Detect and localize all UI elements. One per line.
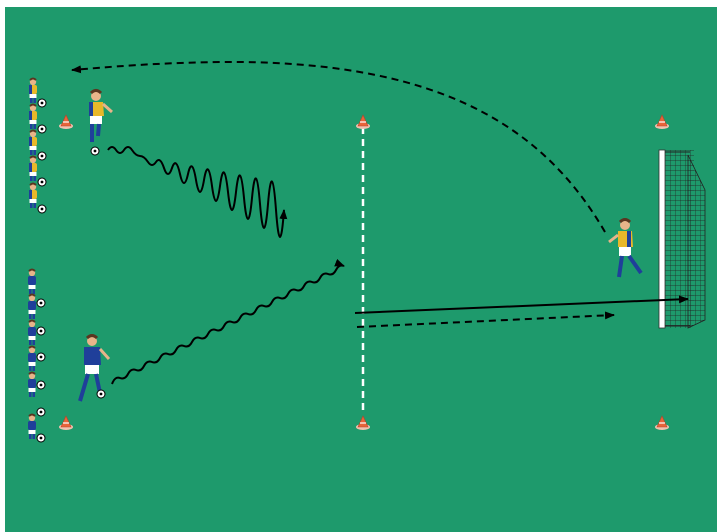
soccer-ball-icon: [37, 299, 45, 307]
soccer-ball-icon: [37, 353, 45, 361]
soccer-ball-icon: [38, 99, 46, 107]
soccer-ball-icon: [38, 205, 46, 213]
soccer-ball-icon: [37, 408, 45, 416]
soccer-ball-icon: [37, 434, 45, 442]
goal-post-left: [659, 150, 665, 328]
soccer-ball-icon: [38, 125, 46, 133]
pitch-grass: [5, 7, 717, 532]
soccer-ball-icon: [37, 381, 45, 389]
soccer-goal-icon: [659, 150, 705, 328]
soccer-ball-icon: [97, 390, 105, 398]
soccer-ball-icon: [38, 152, 46, 160]
soccer-ball-icon: [38, 178, 46, 186]
soccer-ball-icon: [91, 147, 99, 155]
soccer-ball-icon: [37, 327, 45, 335]
